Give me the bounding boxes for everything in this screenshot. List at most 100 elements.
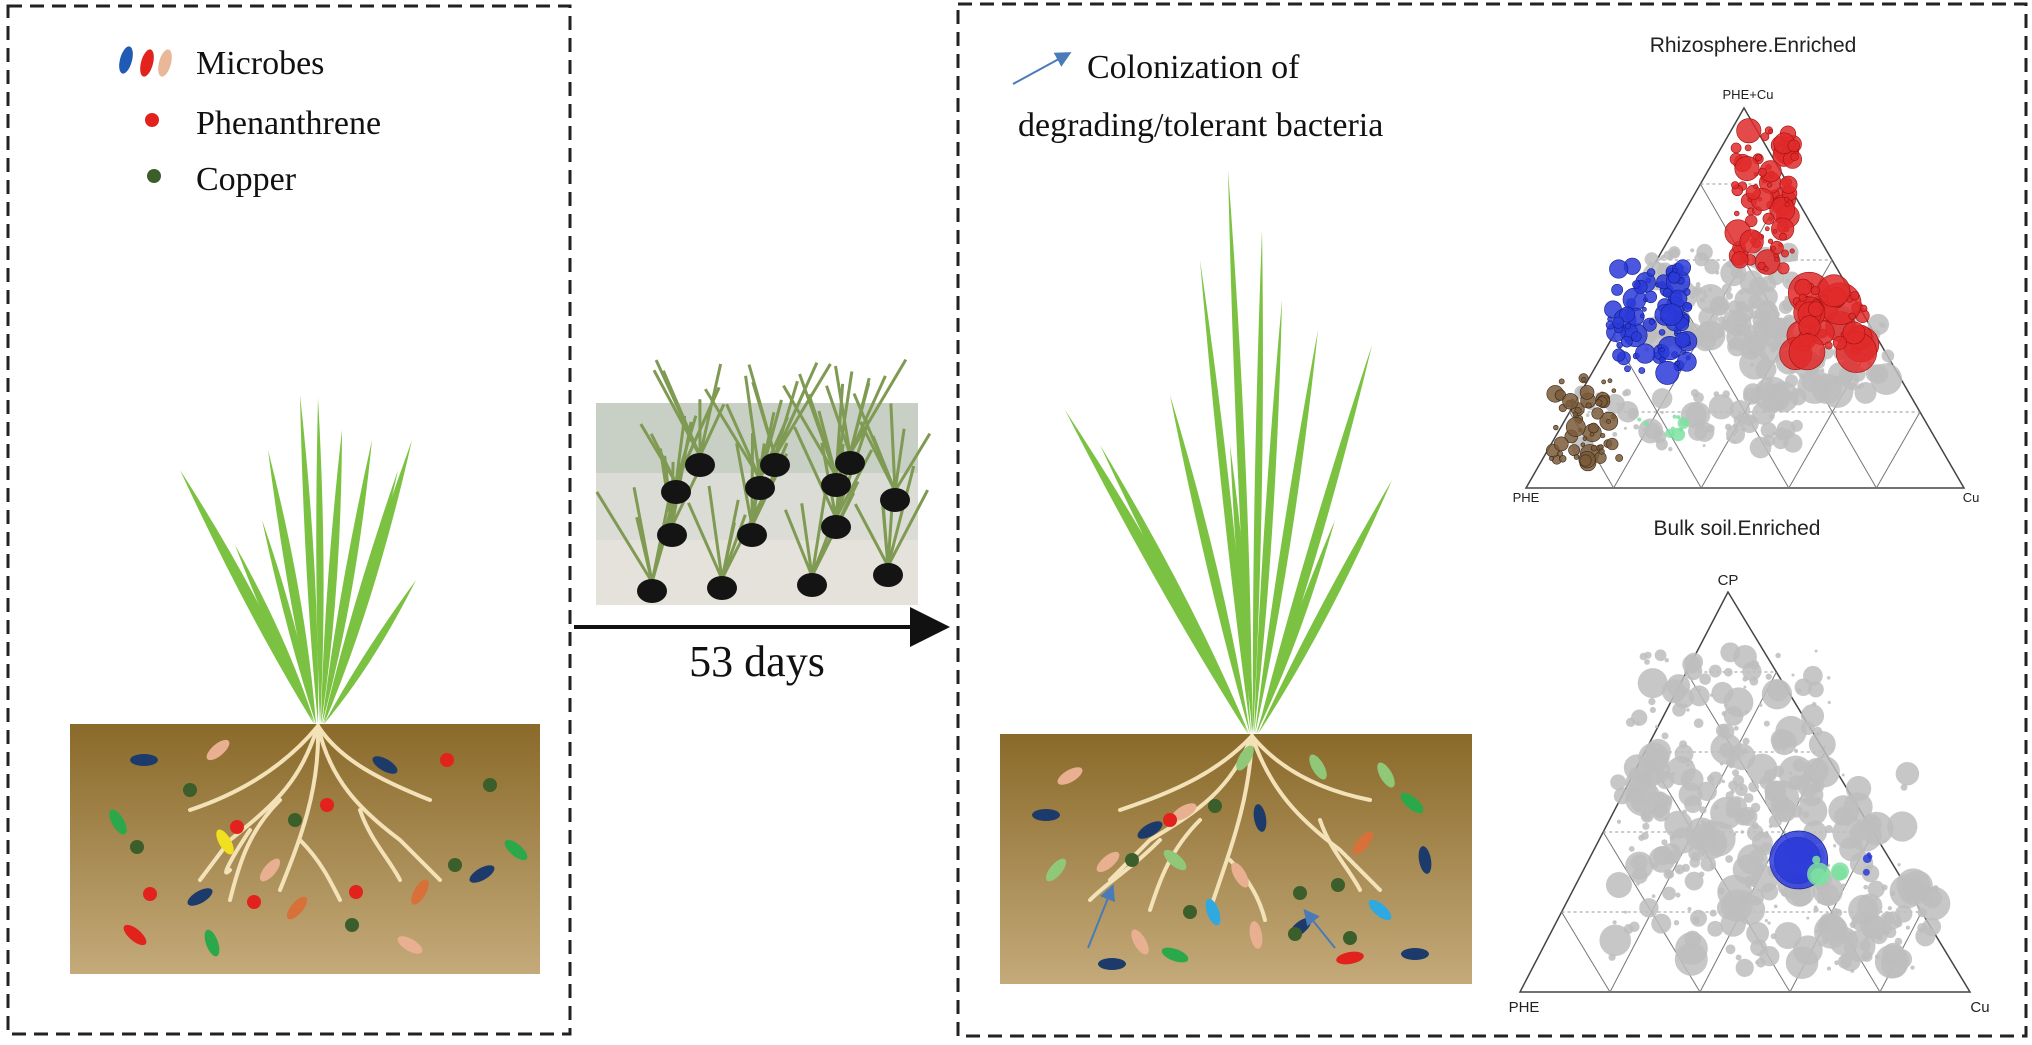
ternary-point	[1679, 428, 1683, 432]
ternary-point	[1580, 385, 1594, 399]
ternary-point	[1554, 437, 1568, 451]
ternary-point	[1629, 922, 1640, 933]
ternary-point	[1892, 949, 1912, 969]
ternary-point	[1658, 345, 1662, 349]
microbes-legend-label: Microbes	[196, 45, 324, 82]
ternary-point	[1681, 768, 1704, 791]
photo-pot	[657, 523, 687, 547]
ternary-point	[1563, 393, 1579, 409]
ternary-point	[1766, 674, 1772, 680]
ternary-point	[1610, 774, 1626, 790]
ternary-point	[1831, 908, 1839, 916]
ternary-point	[1745, 145, 1751, 151]
ternary-point	[1686, 708, 1690, 712]
ternary-point	[1791, 420, 1803, 432]
ternary-point	[1769, 414, 1774, 419]
photo-pot	[685, 453, 715, 477]
ternary-point	[1780, 889, 1783, 892]
copper-dot	[183, 783, 197, 797]
copper-dot	[345, 918, 359, 932]
ternary-point	[1589, 423, 1599, 433]
ternary-point	[1832, 816, 1865, 849]
ternary-point	[1700, 297, 1705, 302]
ternary-point	[1642, 823, 1649, 830]
ternary-point	[1849, 382, 1857, 390]
copper-legend-icon	[147, 169, 161, 183]
ternary-point	[1612, 920, 1616, 924]
ternary-point	[1686, 763, 1689, 766]
copper-dot	[130, 840, 144, 854]
ternary-point	[1635, 344, 1655, 364]
ternary-point	[1915, 926, 1935, 946]
ternary-point	[1683, 302, 1692, 311]
copper-dot	[448, 858, 462, 872]
ternary-point	[1665, 658, 1669, 662]
photo-pot	[797, 573, 827, 597]
ternary-point	[1664, 811, 1692, 839]
ternary-point	[1715, 271, 1719, 275]
ternary-point	[1724, 668, 1733, 677]
ternary-point	[1896, 868, 1930, 902]
ternary-point	[1691, 389, 1699, 397]
ternary-point	[1719, 743, 1734, 758]
ternary-point	[1631, 332, 1641, 342]
ternary-point	[1739, 412, 1743, 416]
greenhouse-photo	[596, 360, 930, 605]
ternary-point	[1600, 433, 1605, 438]
ternary-point	[1645, 291, 1657, 303]
ternary-point	[1644, 758, 1670, 784]
ternary-point	[1765, 919, 1768, 922]
ternary-point	[1709, 665, 1722, 678]
ternary-point	[1795, 279, 1812, 296]
copper-dot	[1125, 853, 1139, 867]
ternary-point	[1644, 659, 1650, 665]
copper-legend-label: Copper	[196, 161, 297, 198]
ternary-point	[1741, 830, 1744, 833]
ternary-point	[1767, 921, 1770, 924]
ternary-point	[1875, 955, 1880, 960]
ternary-point	[1849, 313, 1856, 320]
ternary-point	[1807, 863, 1830, 886]
ternary-point	[1789, 775, 1803, 789]
ternary-point	[1736, 959, 1754, 977]
ternary-point	[1802, 812, 1809, 819]
ternary-point	[1794, 749, 1798, 753]
ternary-point	[1549, 456, 1553, 460]
ternary-point	[1612, 284, 1623, 295]
ternary-point	[1636, 882, 1639, 885]
ternary-point	[1608, 379, 1612, 383]
ternary-point	[1794, 401, 1797, 404]
ternary-point	[1639, 898, 1658, 917]
photo-pot	[737, 523, 767, 547]
ternary-point	[1808, 302, 1823, 317]
ternary-point	[1755, 155, 1761, 161]
ternary-point	[1769, 394, 1776, 401]
ternary-point	[1700, 821, 1736, 857]
ternary-point	[1798, 796, 1828, 826]
ternary-point	[1729, 763, 1735, 769]
ternary-point	[1896, 762, 1920, 786]
ternary-point	[1624, 427, 1627, 430]
ternary-point	[1806, 917, 1809, 920]
ternary-point	[1771, 246, 1775, 250]
ternary-point	[1647, 269, 1655, 277]
ternary-point	[1653, 846, 1672, 865]
ternary-point	[1788, 394, 1792, 398]
ternary-point	[1710, 693, 1713, 696]
ternary-point	[1639, 367, 1645, 373]
ternary-point	[1728, 781, 1738, 791]
ternary-point	[1863, 869, 1870, 876]
ternary-point	[1743, 686, 1746, 689]
ternary-point	[1742, 748, 1748, 754]
ternary-point	[1636, 864, 1639, 867]
ternary-point	[1689, 685, 1710, 706]
ternary-point	[1818, 275, 1850, 307]
ternary-point	[1737, 119, 1761, 143]
ternary-point	[1641, 832, 1649, 840]
phenanthrene-dot	[1163, 813, 1177, 827]
ternary-point	[1734, 726, 1739, 731]
ternary-point	[1778, 263, 1789, 274]
ternary-top-apex-right: Cu	[1963, 490, 1980, 505]
ternary-point	[1624, 911, 1627, 914]
phenanthrene-dot	[349, 885, 363, 899]
